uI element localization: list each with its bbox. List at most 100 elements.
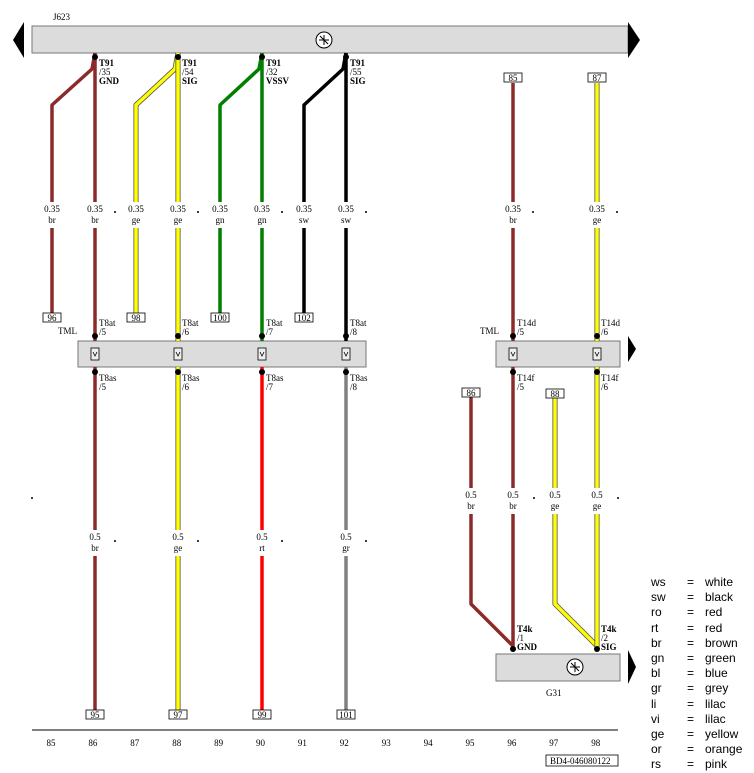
dot xyxy=(114,211,116,213)
dot xyxy=(281,211,283,213)
ref-box-lower-0-box xyxy=(85,709,105,720)
plug-contact-icon-5-arrow xyxy=(594,351,600,357)
dot xyxy=(616,211,618,213)
ref-box-upper-6-box xyxy=(294,312,314,323)
plug-pin-dot-bottom-2 xyxy=(259,369,265,375)
legend-color-name: green xyxy=(705,651,736,666)
plug-bottom-pin-5: T14f xyxy=(601,373,619,383)
pin-dot-top-3 xyxy=(343,54,349,60)
axis-label-96: 96 xyxy=(507,738,517,748)
dot xyxy=(31,497,33,499)
ref-box-lower-2-box xyxy=(252,709,272,720)
plug-pin-dot-bottom-5 xyxy=(594,369,600,375)
plug-top-pin-2: T8at xyxy=(266,318,283,328)
top-pin-sig-0: GND xyxy=(99,76,120,86)
legend-equals: = xyxy=(687,651,695,666)
g31-pin-dot-0 xyxy=(510,646,516,652)
wire-label-2-code: ge xyxy=(132,215,141,225)
component-label-j623: J623 xyxy=(53,12,71,22)
legend-code: rt xyxy=(651,620,659,635)
wire-label-8-bg xyxy=(504,202,522,228)
wire-lower-label-1-size: 0.5 xyxy=(172,532,184,542)
axis-label-94: 94 xyxy=(424,738,434,748)
wire-lower-label-3-code: gr xyxy=(342,543,350,553)
legend-code: sw xyxy=(651,590,666,605)
top-pin-0: T91 xyxy=(99,58,115,68)
legend-code: gr xyxy=(651,681,662,696)
plug-top-num-1: /6 xyxy=(182,327,190,337)
plug-top-pin-0: T8at xyxy=(99,318,116,328)
legend-color-name: grey xyxy=(705,681,729,696)
ref-box-upper-2-box xyxy=(126,312,146,323)
axis-label-91: 91 xyxy=(298,738,307,748)
g31-pin-num-0: /1 xyxy=(517,633,524,643)
ref-box-upper-0: 96 xyxy=(48,313,58,323)
wire-label-5-bg xyxy=(253,202,271,228)
pin-dot-top-1 xyxy=(175,54,181,60)
g31-pin-sig-1: SIG xyxy=(601,642,617,652)
legend-code: ro xyxy=(651,605,662,620)
plug-pin-dot-top-0 xyxy=(92,333,98,339)
top-pin-num-3: /55 xyxy=(350,67,362,77)
plug-pin-dot-top-5 xyxy=(594,333,600,339)
ref-box-lower-1: 97 xyxy=(174,710,184,720)
axis-label-95: 95 xyxy=(466,738,476,748)
legend-code: li xyxy=(651,696,657,711)
plug-bottom-pin-1: T8as xyxy=(182,373,200,383)
plug-contact-icon-4 xyxy=(508,347,518,361)
plug-connector-tml xyxy=(77,336,636,368)
ref-box-lower-0: 95 xyxy=(91,710,101,720)
legend-row: vi=lilac xyxy=(651,712,742,727)
wire-g31-label-2-size: 0.5 xyxy=(549,490,561,500)
wire-label-5-size: 0.35 xyxy=(254,204,270,214)
plug-top-pin-3: T8at xyxy=(350,318,367,328)
legend-row: rs=pink xyxy=(651,757,742,772)
legend-equals: = xyxy=(687,711,695,726)
plug-contact-icon-1 xyxy=(173,347,183,361)
plug-bottom-pin-2: T8as xyxy=(266,373,284,383)
wire-label-9-code: ge xyxy=(593,215,602,225)
wire-label-5-code: gn xyxy=(258,215,268,225)
top-pin-sig-1: SIG xyxy=(182,76,198,86)
ref-box-upper-4: 100 xyxy=(213,313,227,323)
ref-box-g31-2-box xyxy=(545,388,565,399)
wire-branch-1 xyxy=(134,52,180,313)
top-pin-num-2: /32 xyxy=(266,67,278,77)
wire-label-8-code: br xyxy=(509,215,517,225)
plug-top-num-3: /8 xyxy=(350,327,358,337)
plug-bottom-num-5: /6 xyxy=(601,382,609,392)
plug-bottom-num-4: /5 xyxy=(517,382,525,392)
ref-box-upper-9-box xyxy=(587,72,607,83)
axis-label-98: 98 xyxy=(591,738,601,748)
wire-lower-label-0-size: 0.5 xyxy=(89,532,101,542)
dot xyxy=(197,540,199,542)
wire-g31-label-3-size: 0.5 xyxy=(591,490,603,500)
ref-box-upper-9: 87 xyxy=(593,73,603,83)
legend-row: or=orange xyxy=(651,742,742,757)
legend-code: ws xyxy=(651,575,666,589)
wire-label-1-size: 0.35 xyxy=(87,204,103,214)
legend-row: li=lilac xyxy=(651,697,742,712)
legend-color-name: blue xyxy=(705,666,728,681)
dot xyxy=(114,540,116,542)
wire-branch-0 xyxy=(50,52,97,313)
legend-color-name: white xyxy=(705,575,734,589)
legend-equals: = xyxy=(687,681,695,696)
legend-equals: = xyxy=(687,696,695,711)
wire-lower-label-0-code: br xyxy=(91,543,99,553)
wire-label-9-size: 0.35 xyxy=(589,204,605,214)
plug-top-pin-1: T8at xyxy=(182,318,199,328)
plug-contact-icon-4-arrow xyxy=(510,351,516,357)
wire-label-9-bg xyxy=(588,202,606,228)
sensor-symbol-icon xyxy=(566,658,584,676)
wire-lower-label-3-size: 0.5 xyxy=(340,532,352,542)
legend-equals: = xyxy=(687,727,695,742)
wire-label-6-bg xyxy=(295,202,313,228)
connector-label-right: TML xyxy=(480,326,499,336)
wire-branch-3 xyxy=(302,52,348,313)
control-unit-j623 xyxy=(13,22,640,58)
top-pin-3: T91 xyxy=(350,58,366,68)
pin-dot-top-0 xyxy=(92,54,98,60)
sensor-g31 xyxy=(495,650,636,684)
